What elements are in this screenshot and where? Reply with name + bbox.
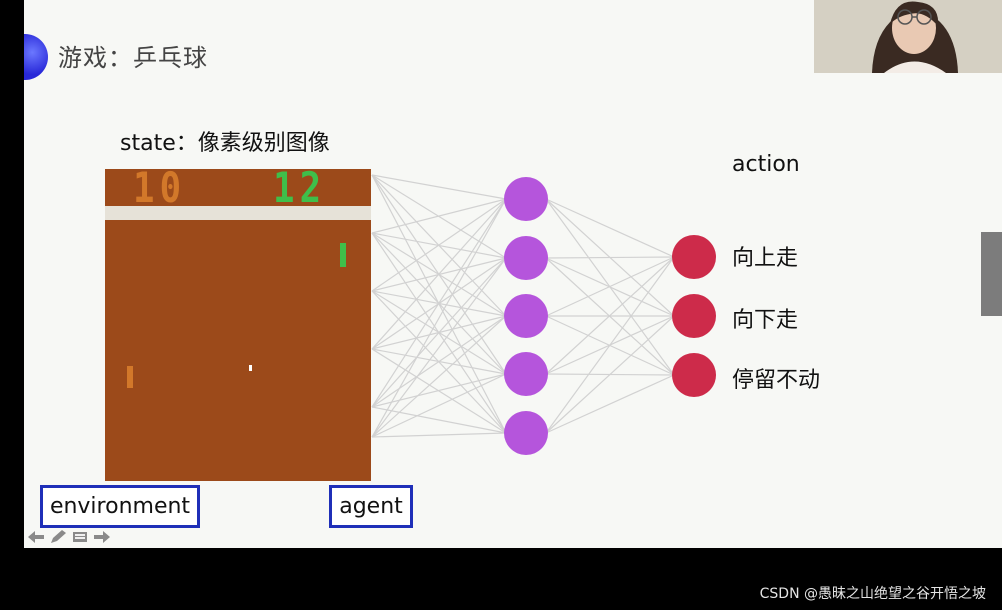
slide-canvas: 游戏：乒乓球 state：像素级别图像 action 10 12 向上走 向下走… <box>24 0 1002 548</box>
hidden-output-edge <box>545 256 675 259</box>
presenter-webcam <box>814 0 1002 73</box>
arrow-left-icon[interactable] <box>26 528 46 546</box>
hidden-neuron <box>504 352 548 396</box>
input-hidden-edge <box>371 373 507 408</box>
csdn-watermark: CSDN @愚昧之山绝望之谷开悟之坡 <box>759 586 986 602</box>
output-neuron <box>672 353 716 397</box>
input-hidden-edge <box>371 257 507 438</box>
action-stay-label: 停留不动 <box>732 368 821 393</box>
hidden-output-edge <box>545 256 675 317</box>
pong-game-frame: 10 12 <box>105 163 371 481</box>
input-hidden-edge <box>371 198 507 408</box>
action-down-label: 向下走 <box>732 308 799 333</box>
opponent-paddle <box>127 366 133 388</box>
output-neuron <box>672 235 716 279</box>
input-hidden-edge <box>371 257 507 408</box>
input-hidden-edge <box>371 315 507 408</box>
hidden-neuron <box>504 236 548 280</box>
input-hidden-edge <box>371 198 507 350</box>
input-hidden-edge <box>371 315 507 438</box>
neural-network-diagram <box>371 174 716 455</box>
slides-icon[interactable] <box>70 528 90 546</box>
input-hidden-edge <box>371 373 507 438</box>
pong-ball <box>249 365 252 371</box>
hidden-neuron <box>504 294 548 338</box>
hidden-output-edge <box>545 315 675 434</box>
agent-paddle <box>340 243 346 267</box>
input-hidden-edge <box>371 198 507 438</box>
hidden-output-edge <box>545 374 675 434</box>
slide-nav-toolbar <box>26 528 112 546</box>
input-hidden-edge <box>371 198 507 234</box>
hidden-neuron <box>504 411 548 455</box>
scrollbar-thumb[interactable] <box>981 232 1002 316</box>
arrow-right-icon[interactable] <box>92 528 112 546</box>
slide-title: 游戏：乒乓球 <box>58 44 208 72</box>
action-up-label: 向上走 <box>732 246 799 271</box>
hidden-output-edge <box>545 198 675 258</box>
input-hidden-edge <box>371 406 507 434</box>
action-label: action <box>732 152 800 177</box>
input-hidden-edge <box>371 432 507 438</box>
input-hidden-edge <box>371 198 507 292</box>
agent-box: agent <box>329 485 413 528</box>
input-hidden-edge <box>371 174 507 200</box>
score-right: 12 <box>273 163 327 212</box>
court-top-wall <box>105 206 371 220</box>
output-neuron <box>672 294 716 338</box>
environment-box: environment <box>40 485 200 528</box>
state-label: state：像素级别图像 <box>120 131 330 156</box>
hidden-output-edge <box>545 256 675 434</box>
presenter-avatar <box>814 0 1002 73</box>
score-left: 10 <box>133 163 187 212</box>
hidden-output-edge <box>545 256 675 375</box>
pen-icon[interactable] <box>48 528 68 546</box>
hidden-neuron <box>504 177 548 221</box>
